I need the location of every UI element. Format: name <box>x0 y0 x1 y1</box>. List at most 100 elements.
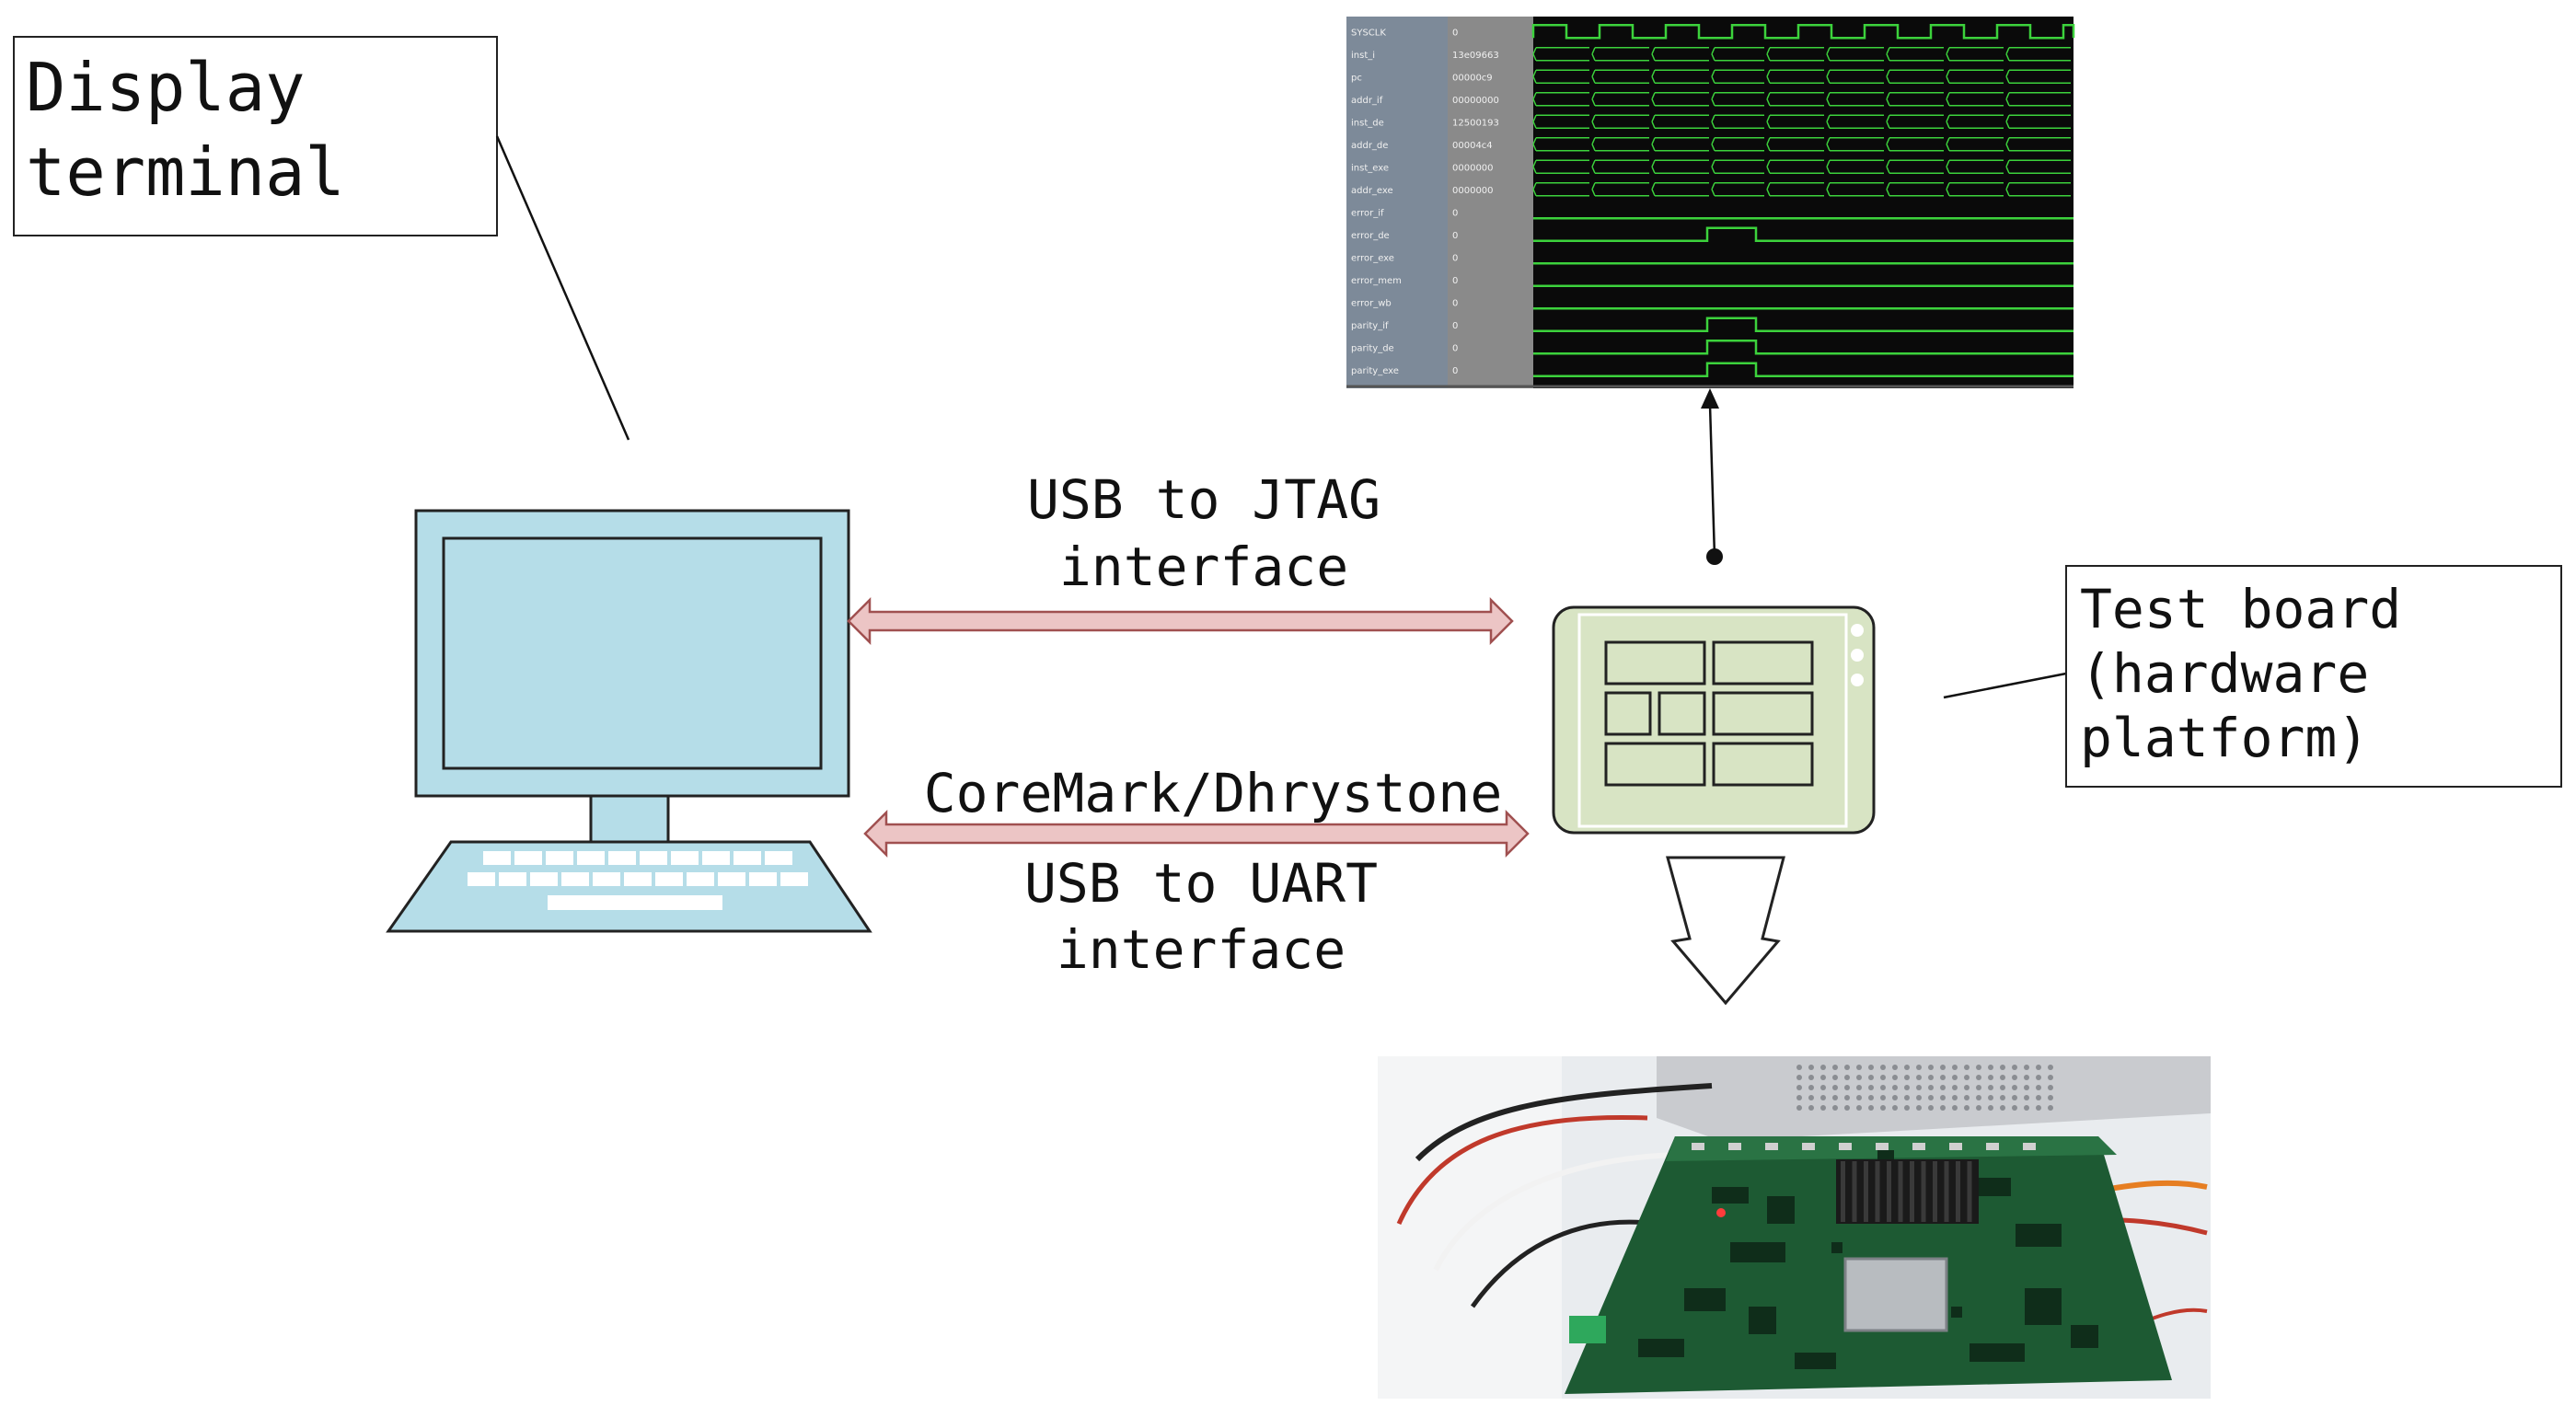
vent-hole <box>1976 1075 1981 1080</box>
vent-hole <box>1928 1095 1934 1100</box>
pcb-header-pin <box>1765 1143 1778 1150</box>
vent-hole <box>1988 1105 1993 1111</box>
vent-hole <box>1868 1095 1874 1100</box>
vent-hole <box>1796 1105 1802 1111</box>
bus-trace <box>1591 137 1649 152</box>
bit-trace <box>1533 226 2074 242</box>
vent-hole <box>2012 1065 2017 1070</box>
bus-trace <box>1886 182 1944 197</box>
vent-hole <box>1820 1075 1826 1080</box>
bus-trace <box>1711 92 1764 107</box>
vent-hole <box>1832 1095 1838 1100</box>
vent-hole <box>1856 1075 1862 1080</box>
vent-hole <box>2048 1105 2053 1111</box>
bus-trace <box>1711 137 1764 152</box>
keyboard-keys <box>468 851 808 910</box>
bus-trace <box>2005 92 2071 107</box>
keyboard-key <box>593 872 620 886</box>
bus-trace <box>1711 182 1764 197</box>
vent-hole <box>1820 1065 1826 1070</box>
display-leader-line <box>495 135 630 441</box>
bus-trace <box>1651 159 1709 174</box>
bus-trace <box>2005 137 2071 152</box>
bus-trace <box>1651 182 1709 197</box>
vent-hole <box>2012 1075 2017 1080</box>
pcb-component <box>1749 1307 1776 1334</box>
keyboard-key <box>671 851 699 865</box>
bus-trace <box>1886 69 1944 84</box>
signal-value: 13e09663 <box>1452 51 1499 61</box>
bus-trace <box>1532 182 1589 197</box>
display-label-line1: Display <box>26 49 305 126</box>
test-board-icon <box>1552 605 1876 835</box>
bus-trace <box>1826 159 1884 174</box>
vent-hole <box>1952 1065 1958 1070</box>
vent-hole <box>1904 1075 1910 1080</box>
signal-value: 0 <box>1452 231 1458 241</box>
pcb-component <box>1979 1178 2011 1196</box>
vent-hole <box>1868 1105 1874 1111</box>
bus-trace <box>1651 92 1709 107</box>
test-board-callout: Test board (hardware platform) <box>1943 565 2562 788</box>
vent-hole <box>1796 1085 1802 1090</box>
signal-name: error_exe <box>1351 253 1394 263</box>
vent-hole <box>1976 1095 1981 1100</box>
bus-trace <box>1886 137 1944 152</box>
vent-hole <box>2036 1085 2041 1090</box>
signal-value: 0 <box>1452 298 1458 308</box>
vent-hole <box>2048 1085 2053 1090</box>
pcb-component <box>1831 1242 1842 1253</box>
vent-hole <box>1904 1105 1910 1111</box>
vent-hole <box>1820 1095 1826 1100</box>
heatsink-fin <box>1967 1161 1972 1222</box>
vent-hole <box>2000 1085 2005 1090</box>
vent-hole <box>1940 1065 1946 1070</box>
vent-hole <box>1880 1085 1886 1090</box>
keyboard-key <box>530 872 558 886</box>
vent-hole <box>1904 1085 1910 1090</box>
keyboard-key <box>780 872 808 886</box>
vent-hole <box>2036 1105 2041 1111</box>
vent-hole <box>2000 1065 2005 1070</box>
signal-traces <box>1531 24 2075 377</box>
vent-hole <box>1976 1085 1981 1090</box>
pcb-component <box>1730 1242 1785 1262</box>
signal-values: 013e0966300000c9000000001250019300004c40… <box>1452 28 1499 376</box>
pcb-component <box>2071 1325 2098 1348</box>
clock-trace <box>1531 24 2075 40</box>
vent-hole <box>1892 1065 1898 1070</box>
vent-hole <box>1988 1065 1993 1070</box>
jtag-label-line1: USB to JTAG <box>1027 468 1380 531</box>
vent-hole <box>2000 1095 2005 1100</box>
signal-name: error_mem <box>1351 276 1402 286</box>
vent-hole <box>1988 1095 1993 1100</box>
signal-name: error_de <box>1351 231 1390 241</box>
jtag-double-arrow <box>847 596 1514 646</box>
bus-trace <box>1532 137 1589 152</box>
uart-label-line2: interface <box>1057 918 1346 981</box>
vent-hole <box>2048 1075 2053 1080</box>
bus-trace <box>1532 92 1589 107</box>
fpga-chip <box>1843 1257 1948 1332</box>
vent-hole <box>1844 1095 1850 1100</box>
keyboard-key <box>749 872 777 886</box>
jtag-link: USB to JTAG interface <box>847 468 1514 646</box>
keyboard-key <box>718 872 745 886</box>
vent-hole <box>1964 1095 1970 1100</box>
bus-trace <box>1826 114 1884 129</box>
fpga-board-photo <box>1378 1056 2211 1399</box>
vent-hole <box>2012 1105 2017 1111</box>
heatsink-fin <box>1898 1161 1903 1222</box>
vent-hole <box>1976 1065 1981 1070</box>
vent-hole <box>1880 1065 1886 1070</box>
heatsink-fin <box>1875 1161 1880 1222</box>
vent-hole <box>1928 1065 1934 1070</box>
vent-hole <box>1808 1095 1814 1100</box>
signal-value: 0 <box>1452 28 1458 38</box>
keyboard-key <box>734 851 761 865</box>
heatsink-fin <box>1921 1161 1926 1222</box>
vent-hole <box>1844 1075 1850 1080</box>
waveform-screenshot: SYSCLKinst_ipcaddr_ifinst_deaddr_deinst_… <box>1346 17 2075 388</box>
signal-name: error_wb <box>1351 298 1392 308</box>
heatsink-fin <box>1956 1161 1960 1222</box>
